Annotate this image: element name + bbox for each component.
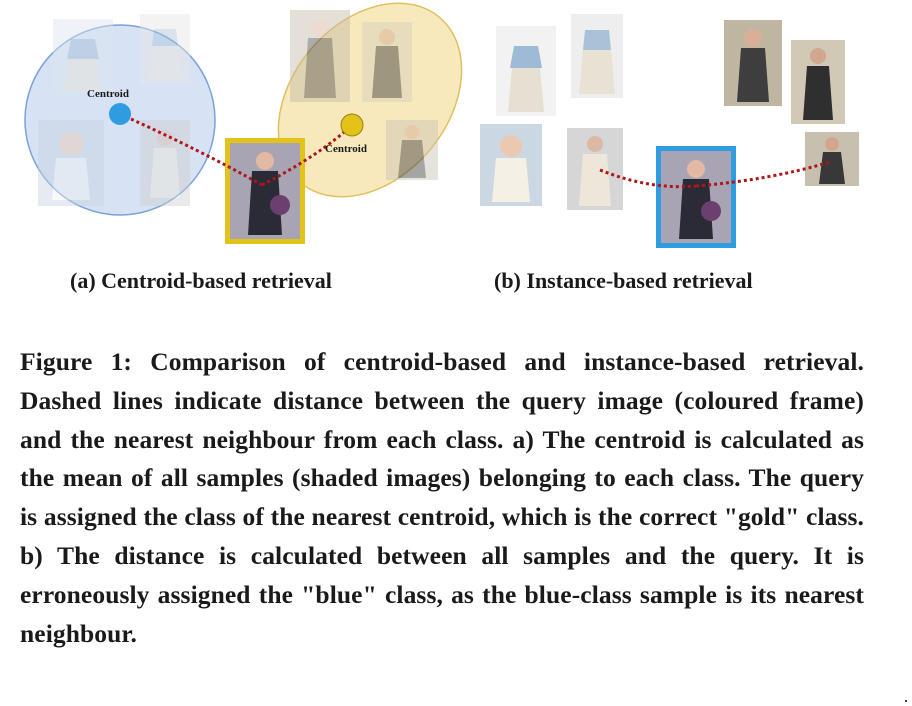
panel-b-lines — [599, 160, 831, 189]
gold-class-sample-3 — [386, 120, 438, 180]
panel-a-overlay — [24, 2, 463, 216]
query-image-blue-frame — [656, 146, 736, 248]
distance-line-gold-instance — [695, 160, 831, 188]
query-image-gold-frame — [225, 138, 305, 244]
distance-line-blue-instance — [599, 168, 697, 189]
subcaption-b: (b) Instance-based retrieval — [494, 268, 753, 293]
blue-class-sample-b1 — [496, 26, 556, 116]
blue-class-sample-b4 — [567, 128, 623, 210]
gold-centroid-marker — [340, 113, 364, 137]
blue-class-sample-b3 — [480, 124, 542, 206]
blue-class-sample-3 — [38, 120, 104, 206]
gold-class-sample-1 — [290, 10, 350, 102]
gold-class-sample-b3 — [805, 132, 859, 186]
page-dot — [905, 700, 907, 702]
blue-class-sample-b2 — [571, 14, 623, 98]
gold-class-sample-b1 — [724, 20, 782, 106]
centroid-label-gold: Centroid — [325, 143, 367, 155]
blue-class-sample-1 — [53, 19, 113, 94]
gold-class-sample-2 — [362, 22, 412, 102]
centroid-label-blue: Centroid — [87, 88, 129, 100]
panel-a-lines — [109, 103, 364, 187]
figure-1: Centroid Centroid — [0, 0, 912, 270]
distance-line-blue-centroid — [119, 112, 263, 187]
figure-caption: Figure 1: Comparison of centroid-based a… — [20, 347, 864, 648]
subcaption-a: (a) Centroid-based retrieval — [70, 268, 332, 293]
gold-class-sample-b2 — [791, 40, 845, 124]
blue-centroid-marker — [109, 103, 131, 125]
blue-class-sample-2 — [140, 14, 190, 84]
